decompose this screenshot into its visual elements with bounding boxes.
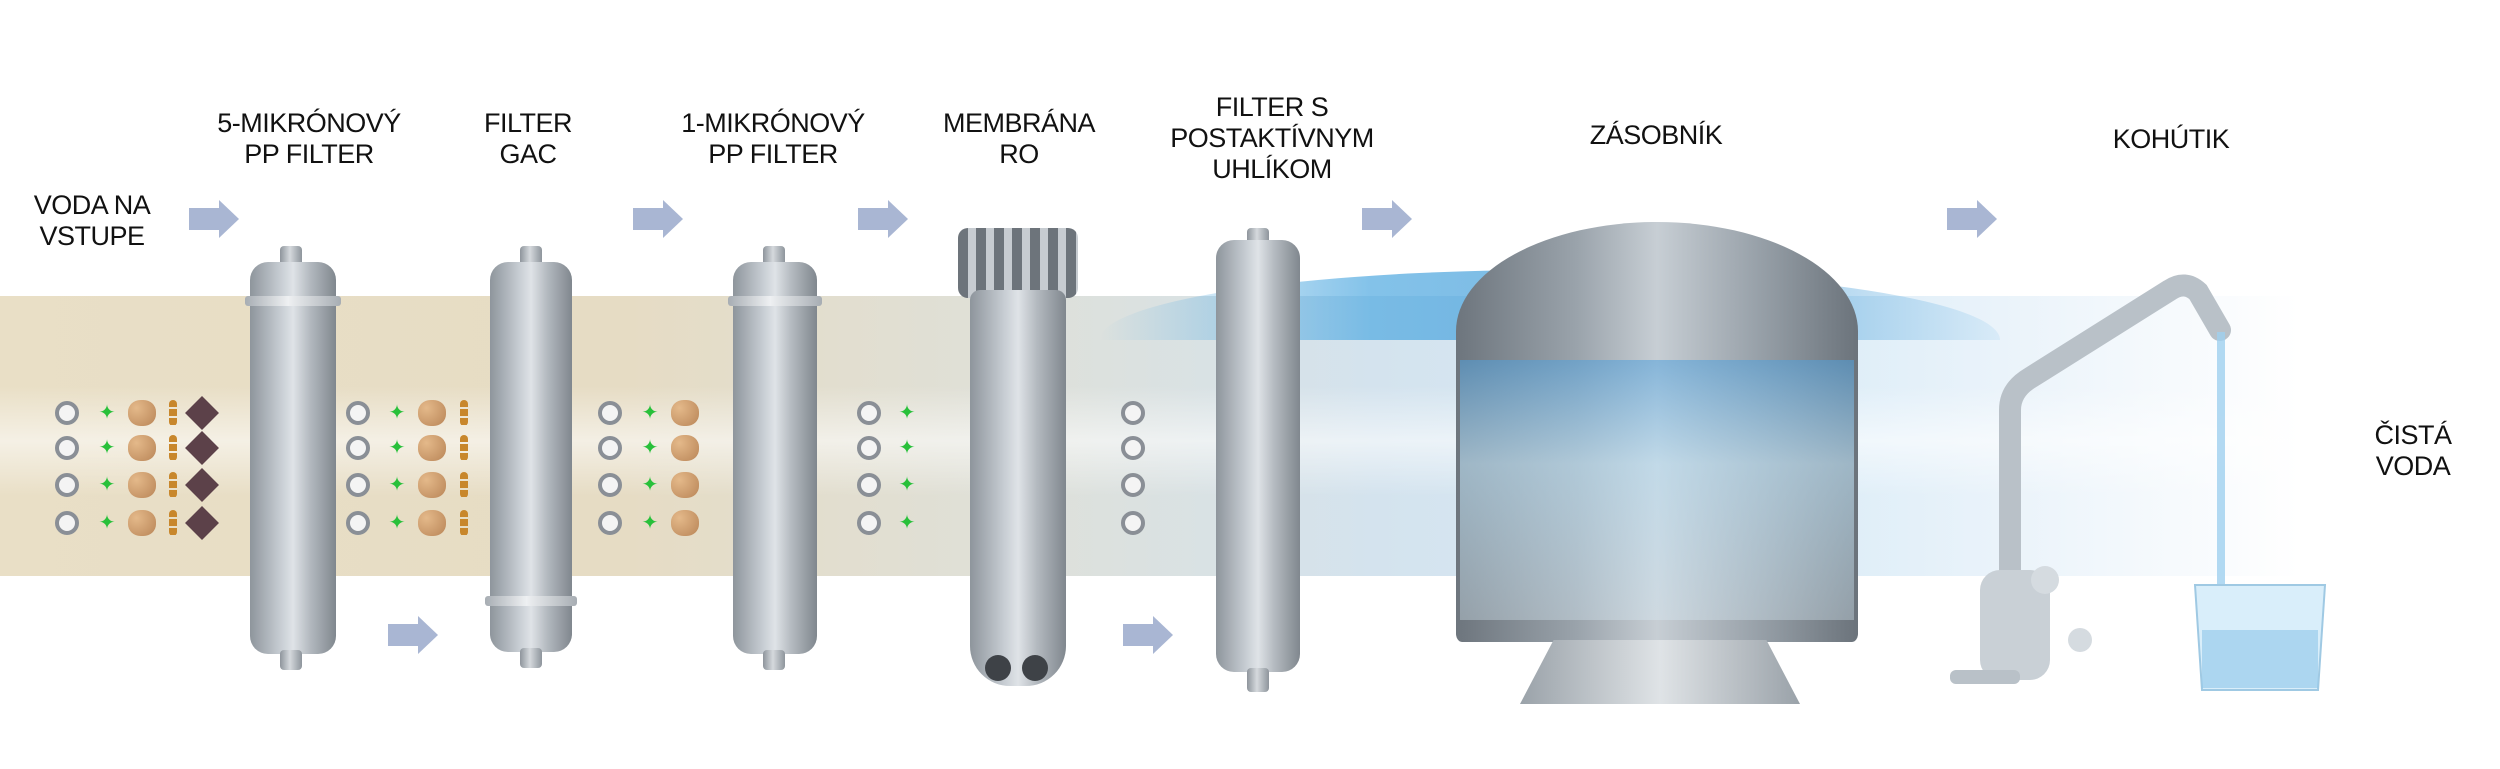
particle-circle-icon <box>1121 401 1145 425</box>
particle-circle-icon <box>346 401 370 425</box>
particle-circle-icon <box>346 473 370 497</box>
particle-star-icon: ✦ <box>898 437 916 459</box>
particle-cluster-icon <box>671 400 699 426</box>
particle-star-icon: ✦ <box>641 512 659 534</box>
particle-star-icon: ✦ <box>98 512 116 534</box>
particle-cluster-icon <box>128 510 156 536</box>
particle-circle-icon <box>598 511 622 535</box>
particle-cluster-icon <box>128 400 156 426</box>
flow-arrow-icon <box>189 200 241 238</box>
particle-cluster-icon <box>128 472 156 498</box>
particle-circle-icon <box>346 511 370 535</box>
particle-star-icon: ✦ <box>641 437 659 459</box>
particle-circle-icon <box>598 401 622 425</box>
particle-circle-icon <box>857 436 881 460</box>
flow-arrow-icon <box>1947 200 1999 238</box>
particle-star-icon: ✦ <box>98 402 116 424</box>
particle-circle-icon <box>346 436 370 460</box>
particle-cluster-icon <box>418 472 446 498</box>
particle-circle-icon <box>598 473 622 497</box>
particle-dots-icon <box>169 400 177 426</box>
particle-dots-icon <box>169 435 177 461</box>
flow-arrow-icon <box>1123 616 1175 654</box>
particle-dots-icon <box>460 400 468 426</box>
particle-star-icon: ✦ <box>388 512 406 534</box>
particle-dots-icon <box>169 472 177 498</box>
particle-dots-icon <box>460 435 468 461</box>
particle-circle-icon <box>857 511 881 535</box>
particle-cluster-icon <box>418 400 446 426</box>
particle-cluster-icon <box>671 435 699 461</box>
particle-star-icon: ✦ <box>388 402 406 424</box>
particle-star-icon: ✦ <box>98 474 116 496</box>
particle-circle-icon <box>1121 473 1145 497</box>
faucet-icon <box>1950 274 2327 691</box>
particle-cluster-icon <box>418 435 446 461</box>
particle-circle-icon <box>55 511 79 535</box>
particle-cluster-icon <box>128 435 156 461</box>
particle-cluster-icon <box>418 510 446 536</box>
particle-star-icon: ✦ <box>898 512 916 534</box>
particle-circle-icon <box>1121 436 1145 460</box>
particle-star-icon: ✦ <box>388 437 406 459</box>
particle-circle-icon <box>55 436 79 460</box>
particle-star-icon: ✦ <box>898 474 916 496</box>
particle-circle-icon <box>55 401 79 425</box>
label-faucet: KOHÚTIK <box>2112 124 2230 154</box>
particle-circle-icon <box>857 401 881 425</box>
particle-dots-icon <box>460 510 468 536</box>
flow-arrow-icon <box>633 200 685 238</box>
label-tank: ZÁSOBNÍK <box>1589 120 1723 150</box>
particle-circle-icon <box>857 473 881 497</box>
particle-dots-icon <box>460 472 468 498</box>
particle-star-icon: ✦ <box>641 402 659 424</box>
particle-dots-icon <box>169 510 177 536</box>
particle-circle-icon <box>55 473 79 497</box>
flow-arrow-icon <box>388 616 440 654</box>
particle-circle-icon <box>1121 511 1145 535</box>
particle-star-icon: ✦ <box>98 437 116 459</box>
particle-star-icon: ✦ <box>898 402 916 424</box>
flow-arrow-icon <box>858 200 910 238</box>
particle-star-icon: ✦ <box>388 474 406 496</box>
particle-circle-icon <box>598 436 622 460</box>
particle-cluster-icon <box>671 510 699 536</box>
particle-cluster-icon <box>671 472 699 498</box>
particle-star-icon: ✦ <box>641 474 659 496</box>
flow-arrow-icon <box>1362 200 1414 238</box>
